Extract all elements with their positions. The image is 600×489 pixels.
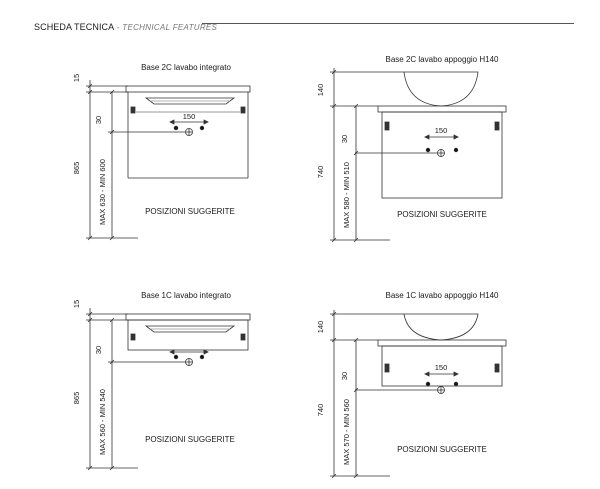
dim-range: MAX 630 - MIN 600: [98, 159, 107, 225]
dim-150: 150: [435, 126, 448, 135]
diagram-title: Base 2C lavabo integrato: [141, 63, 231, 72]
countertop: [377, 339, 507, 347]
dim-height: 740: [316, 404, 325, 417]
dim-range: MAX 560 - MIN 540: [98, 389, 107, 455]
dim-top: 15: [72, 300, 81, 308]
suggested-positions-label: POSIZIONI SUGGERITE: [397, 210, 487, 219]
integrated-basin: [144, 325, 236, 333]
countertop: [125, 313, 251, 321]
countertop: [125, 85, 251, 93]
dim-pipe: 30: [94, 346, 103, 354]
supply-point-right: [199, 125, 205, 131]
dim-height: 865: [72, 392, 81, 405]
cabinet-body: [127, 319, 249, 351]
header-rule: [202, 23, 574, 24]
supply-point-left: [425, 381, 431, 387]
header-subtitle: TECHNICAL FEATURES: [122, 23, 218, 32]
diagram-base-2c-integrato: Base 2C lavabo integrato 150 15 30 865: [72, 63, 251, 241]
diagram-title: Base 1C lavabo integrato: [141, 291, 231, 300]
vessel-basin: [403, 71, 479, 107]
header-title: SCHEDA TECNICA: [34, 22, 115, 32]
dim-150: 150: [183, 112, 196, 121]
suggested-positions-label: POSIZIONI SUGGERITE: [397, 445, 487, 454]
dim-top: 140: [316, 84, 325, 97]
dim-pipe: 30: [340, 135, 349, 143]
vessel-basin: [403, 313, 479, 341]
supply-point-right: [453, 147, 459, 153]
cabinet-body: [381, 345, 503, 387]
diagram-base-2c-appoggio: Base 2C lavabo appoggio H140 150 140 30 …: [316, 55, 507, 243]
dim-height: 865: [72, 162, 81, 175]
dim-height: 740: [316, 166, 325, 179]
diagram-base-1c-integrato: Base 1C lavabo integrato 15 30 865 MAX 5…: [72, 291, 251, 471]
dim-range: MAX 570 - MIN 560: [342, 399, 351, 465]
dim-pipe: 30: [340, 372, 349, 380]
suggested-positions-label: POSIZIONI SUGGERITE: [145, 435, 235, 444]
cabinet-body: [381, 111, 503, 199]
countertop: [377, 105, 507, 113]
supply-point-right: [453, 381, 459, 387]
diagram-title: Base 1C lavabo appoggio H140: [386, 291, 500, 300]
diagram-title: Base 2C lavabo appoggio H140: [386, 55, 500, 64]
supply-point-left: [173, 125, 179, 131]
suggested-positions-label: POSIZIONI SUGGERITE: [145, 207, 235, 216]
dim-range: MAX 580 - MIN 510: [342, 162, 351, 228]
supply-point-left: [173, 354, 179, 360]
dim-150: 150: [435, 363, 448, 372]
integrated-basin: [144, 97, 236, 105]
diagram-base-1c-appoggio: Base 1C lavabo appoggio H140 150 140 30 …: [316, 291, 507, 479]
section-header: SCHEDA TECNICA - TECHNICAL FEATURES: [34, 17, 574, 33]
supply-point-right: [199, 354, 205, 360]
dim-top: 140: [316, 321, 325, 334]
dim-top: 15: [72, 74, 81, 82]
supply-point-left: [425, 147, 431, 153]
header-separator: -: [114, 23, 123, 32]
dim-pipe: 30: [94, 116, 103, 124]
